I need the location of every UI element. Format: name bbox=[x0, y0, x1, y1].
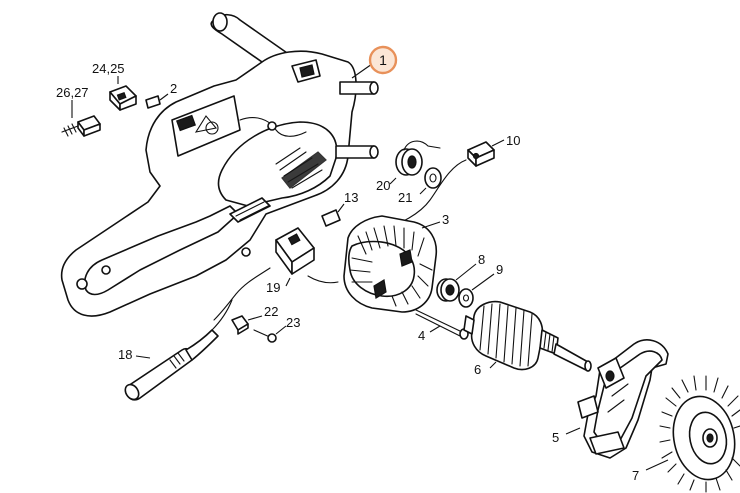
bracket-part-5[interactable]: 5 bbox=[552, 339, 669, 459]
switch-part-19[interactable]: 19 bbox=[213, 227, 339, 321]
brush-holder-part-24-25[interactable]: 24,25 bbox=[92, 61, 137, 111]
fan-part-7[interactable]: 7 bbox=[632, 375, 740, 493]
label-26-27: 26,27 bbox=[56, 85, 89, 100]
nut-part-22[interactable]: 22 bbox=[231, 304, 278, 335]
label-9: 9 bbox=[496, 262, 503, 277]
stator-part-3[interactable]: 3 bbox=[343, 212, 449, 313]
callout-1[interactable]: 1 bbox=[351, 45, 398, 79]
vent-grille bbox=[229, 197, 271, 223]
carbon-brush-part-26-27[interactable]: 26,27 bbox=[56, 85, 101, 137]
label-13: 13 bbox=[344, 190, 358, 205]
label-24-25: 24,25 bbox=[92, 61, 125, 76]
label-6: 6 bbox=[474, 362, 481, 377]
label-20: 20 bbox=[376, 178, 390, 193]
housing-part-1[interactable] bbox=[60, 12, 379, 317]
cable-part-18[interactable]: 18 bbox=[118, 299, 233, 402]
label-19: 19 bbox=[266, 280, 280, 295]
armature-part-6[interactable]: 6 bbox=[463, 300, 592, 377]
screw-part-4[interactable]: 4 bbox=[415, 309, 469, 343]
label-2: 2 bbox=[170, 81, 177, 96]
label-4: 4 bbox=[418, 328, 425, 343]
label-1: 1 bbox=[379, 52, 387, 68]
label-10: 10 bbox=[506, 133, 520, 148]
label-22: 22 bbox=[264, 304, 278, 319]
label-23: 23 bbox=[286, 315, 300, 330]
label-7: 7 bbox=[632, 468, 639, 483]
micro-switch-part-10[interactable]: 10 bbox=[467, 133, 520, 167]
choke-part-20[interactable]: 20 bbox=[376, 140, 441, 193]
label-18: 18 bbox=[118, 347, 132, 362]
plug-part-2[interactable]: 2 bbox=[145, 81, 177, 109]
washer-part-9[interactable]: 9 bbox=[458, 262, 503, 308]
label-8: 8 bbox=[478, 252, 485, 267]
label-5: 5 bbox=[552, 430, 559, 445]
label-3: 3 bbox=[442, 212, 449, 227]
clip-part-13[interactable]: 13 bbox=[321, 190, 358, 227]
screw-part-23[interactable]: 23 bbox=[253, 315, 300, 343]
washer-part-21[interactable]: 21 bbox=[398, 167, 442, 205]
bearing-part-8[interactable]: 8 bbox=[436, 252, 485, 302]
label-21: 21 bbox=[398, 190, 412, 205]
